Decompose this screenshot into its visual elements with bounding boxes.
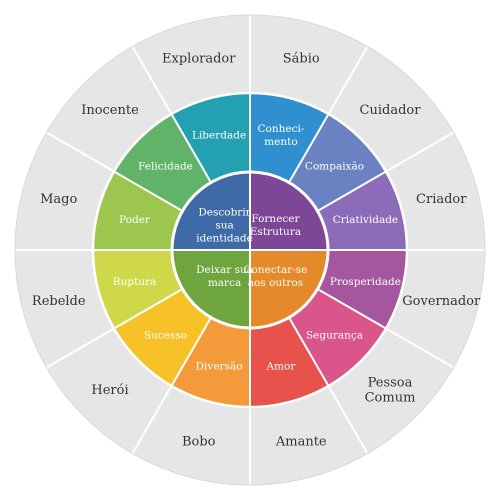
middle-label-criatividade: Criatividade — [333, 214, 398, 226]
middle-label-ruptura-line: Ruptura — [113, 276, 157, 288]
middle-label-conheci-mento: Conheci-mento — [257, 123, 304, 148]
outer-segment-mago — [15, 132, 115, 250]
center-label-deixar-sua-marca-line: marca — [208, 277, 241, 289]
middle-segment-felicidade — [114, 114, 211, 211]
outer-label-cuidador-line: Cuidador — [360, 103, 422, 118]
middle-label-ruptura: Ruptura — [113, 276, 157, 288]
outer-label-rebelde-line: Rebelde — [32, 294, 86, 309]
center-label-conectar-se-aos-outros-line: aos outros — [248, 277, 303, 289]
middle-label-compaixao-line: Compaixão — [305, 161, 364, 173]
outer-label-rebelde: Rebelde — [32, 294, 86, 309]
center-label-descobrir-sua-identidade-line: sua — [215, 220, 233, 232]
center-label-fornecer-estrutura-line: Fornecer — [251, 213, 300, 225]
outer-segment-criador — [385, 132, 485, 250]
middle-segment-liberdade — [171, 93, 250, 183]
middle-segment-diversao — [171, 317, 250, 407]
middle-label-poder-line: Poder — [119, 214, 151, 226]
middle-label-liberdade-line: Liberdade — [192, 130, 246, 142]
outer-segment-amante — [250, 385, 368, 485]
outer-segment-inocente — [46, 46, 172, 172]
outer-label-bobo: Bobo — [182, 434, 216, 449]
center-label-fornecer-estrutura-line: Estrutura — [250, 226, 301, 238]
outer-label-mago: Mago — [40, 192, 77, 207]
middle-label-poder: Poder — [119, 214, 151, 226]
outer-label-inocente: Inocente — [81, 103, 139, 118]
outer-segment-bobo — [132, 385, 250, 485]
outer-label-governador: Governador — [402, 294, 481, 309]
outer-label-mago-line: Mago — [40, 192, 77, 207]
outer-label-criador: Criador — [416, 192, 467, 207]
outer-label-governador-line: Governador — [402, 294, 481, 309]
middle-segment-conheci-mento — [250, 93, 329, 183]
middle-ring — [93, 93, 407, 407]
middle-label-prosperidade: Prosperidade — [330, 276, 401, 288]
outer-ring — [14, 14, 485, 485]
middle-segment-compaixao — [289, 114, 386, 211]
ring-dividers — [14, 14, 486, 486]
middle-segment-poder — [93, 171, 183, 250]
center-label-descobrir-sua-identidade-line: Descobrir — [198, 207, 251, 219]
middle-ring-border — [91, 91, 409, 409]
outer-label-sabio: Sábio — [283, 52, 320, 67]
outer-label-amante-line: Amante — [275, 434, 327, 449]
outer-label-bobo-line: Bobo — [182, 434, 216, 449]
center-quadrant-descobrir-sua-identidade — [172, 172, 250, 250]
center-circle — [172, 172, 328, 328]
outer-label-cuidador: Cuidador — [360, 103, 422, 118]
middle-segment-seguranca — [289, 289, 386, 386]
middle-segment-criatividade — [317, 171, 407, 250]
middle-label-diversao-line: Diversão — [196, 360, 243, 372]
outer-label-inocente-line: Inocente — [81, 103, 139, 118]
middle-label-criatividade-line: Criatividade — [333, 214, 398, 226]
middle-segment-amor — [250, 317, 329, 407]
middle-label-conheci-mento-line: Conheci- — [257, 123, 304, 135]
center-quadrant-conectar-se-aos-outros — [250, 250, 328, 328]
middle-label-felicidade-line: Felicidade — [138, 161, 193, 173]
middle-label-diversao: Diversão — [196, 360, 243, 372]
center-quadrant-deixar-sua-marca — [172, 250, 250, 328]
outer-label-heroi-line: Herói — [91, 383, 128, 398]
middle-label-liberdade: Liberdade — [192, 130, 246, 142]
outer-segment-governador — [385, 250, 485, 368]
outer-segment-heroi — [46, 328, 172, 454]
middle-segment-sucesso — [114, 289, 211, 386]
outer-segment-sabio — [250, 15, 368, 115]
outer-label-criador-line: Criador — [416, 192, 467, 207]
outer-segment-rebelde — [14, 250, 115, 368]
outer-segment-cuidador — [328, 46, 454, 172]
center-label-descobrir-sua-identidade-line: identidade — [196, 233, 253, 245]
outer-segment-explorador — [132, 14, 250, 115]
center-quadrant-fornecer-estrutura — [250, 172, 328, 250]
middle-label-sucesso: Sucesso — [144, 329, 187, 341]
outer-segment-pessoa-comum — [328, 328, 454, 454]
middle-label-sucesso-line: Sucesso — [144, 329, 187, 341]
outer-label-explorador-line: Explorador — [162, 52, 236, 67]
middle-label-prosperidade-line: Prosperidade — [330, 276, 401, 288]
middle-label-conheci-mento-line: mento — [264, 136, 297, 148]
outer-label-pessoa-comum-line: Comum — [365, 391, 416, 406]
outer-label-explorador: Explorador — [162, 52, 236, 67]
middle-label-amor: Amor — [265, 360, 296, 372]
outer-label-heroi: Herói — [91, 383, 128, 398]
middle-label-compaixao: Compaixão — [305, 161, 364, 173]
middle-label-seguranca-line: Segurança — [306, 329, 363, 341]
outer-label-amante: Amante — [275, 434, 327, 449]
center-label-conectar-se-aos-outros-line: Conectar-se — [244, 264, 308, 276]
middle-label-amor-line: Amor — [265, 360, 296, 372]
middle-label-felicidade: Felicidade — [138, 161, 193, 173]
middle-label-seguranca: Segurança — [306, 329, 363, 341]
middle-segment-ruptura — [93, 250, 183, 329]
outer-label-sabio-line: Sábio — [283, 52, 320, 67]
middle-segment-prosperidade — [317, 250, 407, 329]
outer-ring-border — [14, 14, 486, 486]
center-label-deixar-sua-marca-line: Deixar sua — [196, 264, 253, 276]
outer-label-pessoa-comum-line: Pessoa — [368, 376, 413, 391]
